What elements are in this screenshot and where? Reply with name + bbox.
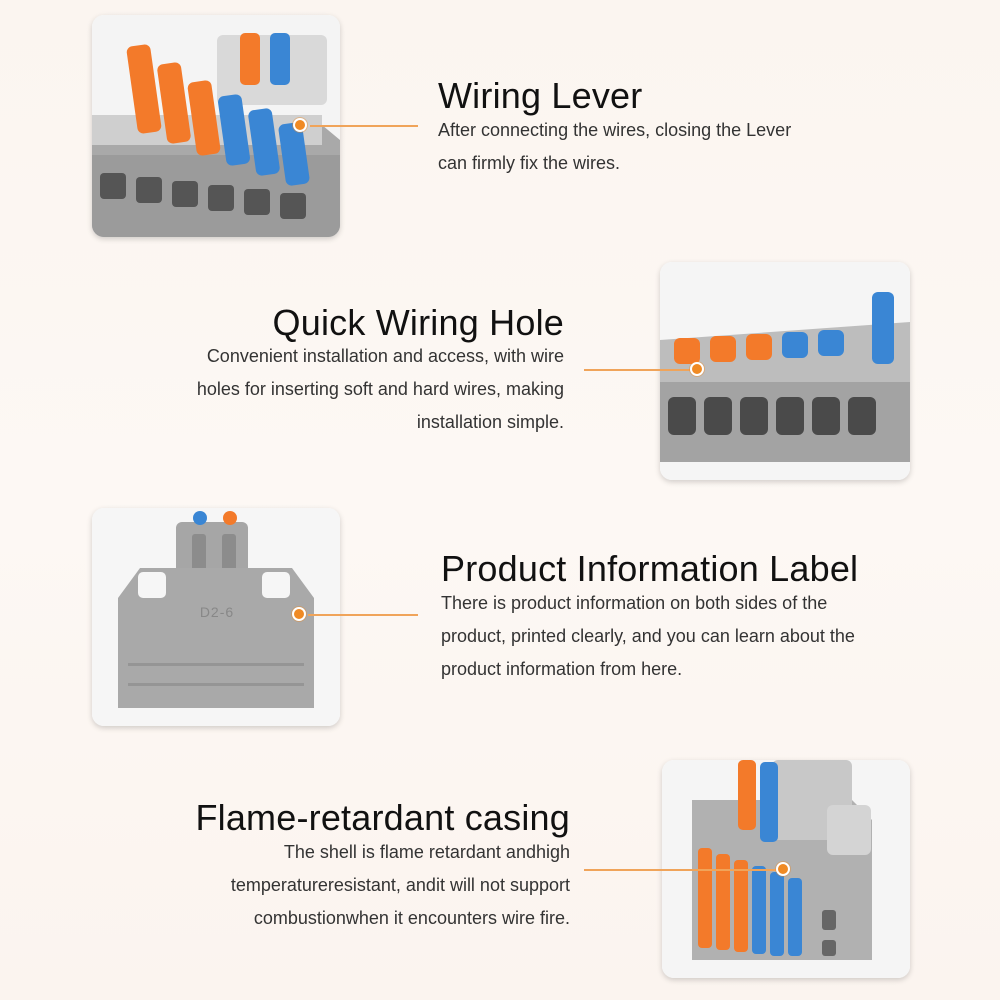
desc-line: holes for inserting soft and hard wires,… [196, 379, 564, 399]
product-label-title: Product Information Label [441, 548, 859, 589]
flame-retardant-description: The shell is flame retardant andhigh tem… [150, 836, 570, 935]
product-label-callout-line [308, 614, 418, 616]
wiring-lever-description: After connecting the wires, closing the … [438, 114, 898, 180]
desc-line: The shell is flame retardant andhigh [283, 842, 570, 862]
quick-wiring-hole-callout-dot [690, 362, 704, 376]
product-label-image: D2-6 [92, 508, 340, 726]
desc-line: product information from here. [441, 659, 683, 679]
product-label-callout-dot [292, 607, 306, 621]
product-model-label: D2-6 [199, 604, 235, 620]
desc-line: There is product information on both sid… [441, 593, 828, 613]
product-label-description: There is product information on both sid… [441, 587, 941, 686]
desc-line: temperatureresistant, andit will not sup… [230, 875, 570, 895]
flame-retardant-callout-dot [776, 862, 790, 876]
desc-line: product, printed clearly, and you can le… [441, 626, 855, 646]
wiring-lever-callout-line [310, 125, 418, 127]
wiring-lever-callout-dot [293, 118, 307, 132]
desc-line: can firmly fix the wires. [438, 153, 621, 173]
wiring-lever-title: Wiring Lever [438, 75, 643, 116]
flame-retardant-callout-line [584, 869, 776, 871]
desc-line: Convenient installation and access, with… [206, 346, 564, 366]
desc-line: After connecting the wires, closing the … [438, 120, 792, 140]
desc-line: combustionwhen it encounters wire fire. [253, 908, 570, 928]
quick-wiring-hole-title: Quick Wiring Hole [272, 302, 564, 343]
quick-wiring-hole-callout-line [584, 369, 690, 371]
quick-wiring-hole-description: Convenient installation and access, with… [144, 340, 564, 439]
product-label-illustration [92, 508, 340, 726]
flame-retardant-title: Flame-retardant casing [195, 797, 570, 838]
desc-line: installation simple. [416, 412, 564, 432]
